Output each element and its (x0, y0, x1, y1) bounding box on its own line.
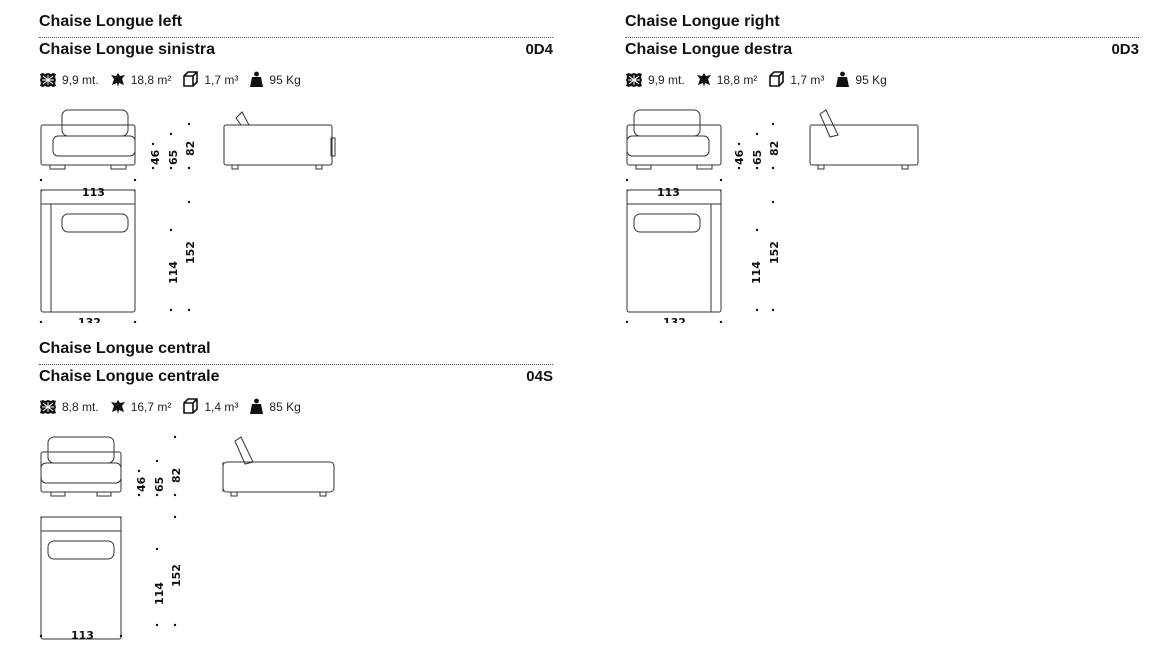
technical-drawing: 46 65 82 113 114 152 132 (39, 109, 336, 323)
dim-width: 113 (657, 186, 680, 199)
fabric-icon (40, 399, 56, 414)
plan-view (626, 189, 722, 313)
spec-volume-value: 1,4 m³ (204, 399, 239, 414)
dim-depth-total: 152 (184, 241, 197, 264)
dim-arm-height: 65 (751, 150, 764, 165)
dim-seat-height: 46 (733, 149, 746, 165)
spec-fabric-value: 9,9 mt. (648, 72, 685, 87)
box-icon (183, 71, 199, 87)
spec-volume: 1,7 m³ (768, 71, 824, 88)
weight-icon (250, 398, 264, 414)
dimension-dots (625, 122, 775, 323)
side-view (223, 111, 336, 170)
dim-plan-width: 132 (663, 316, 686, 323)
product-code: 04S (526, 368, 553, 385)
dimension-dots (39, 435, 177, 638)
title-it: Chaise Longue centrale (39, 368, 220, 385)
spec-leather-value: 16,7 m² (130, 399, 172, 414)
dimension-dots (39, 122, 191, 323)
dim-width: 113 (82, 186, 105, 199)
front-view (626, 109, 722, 170)
specs-row: 8,8 mt. 16,7 m² 1,4 m³ 85 Kg (39, 398, 312, 415)
dim-width: 113 (71, 629, 94, 642)
weight-icon (836, 71, 850, 87)
section-central: Chaise Longue central Chaise Longue cent… (39, 340, 553, 650)
dim-seat-height: 46 (149, 149, 162, 165)
side-view (809, 109, 919, 170)
dim-depth-total: 152 (170, 564, 183, 587)
box-icon (183, 398, 199, 414)
fabric-icon (40, 72, 56, 87)
spec-leather: 18,8 m² (110, 72, 172, 88)
spec-leather-value: 18,8 m² (716, 72, 758, 87)
dim-depth-seat: 114 (153, 582, 166, 605)
hide-icon (110, 399, 125, 414)
hide-icon (696, 72, 711, 87)
spec-fabric-value: 9,9 mt. (62, 72, 99, 87)
front-view (40, 109, 136, 170)
weight-icon (250, 71, 264, 87)
title-en: Chaise Longue right (625, 13, 780, 30)
spec-volume: 1,4 m³ (182, 398, 238, 415)
spec-fabric: 9,9 mt. (625, 72, 685, 88)
section-right: Chaise Longue right Chaise Longue destra… (625, 13, 1139, 323)
front-view (40, 436, 122, 497)
title-it: Chaise Longue sinistra (39, 41, 216, 58)
plan-view (40, 189, 136, 313)
title-en: Chaise Longue left (39, 13, 183, 30)
dim-total-height: 82 (768, 141, 781, 156)
product-code: 0D4 (525, 41, 553, 58)
spec-volume-value: 1,7 m³ (204, 72, 239, 87)
spec-weight: 95 Kg (835, 71, 887, 88)
spec-weight: 95 Kg (249, 71, 301, 88)
technical-drawing: 46 65 82 113 114 152 132 (625, 109, 919, 323)
spec-leather: 16,7 m² (110, 399, 172, 415)
spec-weight-value: 95 Kg (855, 72, 887, 87)
spec-weight-value: 85 Kg (269, 399, 301, 414)
divider (39, 364, 553, 365)
technical-drawing: 46 65 82 114 152 113 (39, 435, 335, 642)
dim-plan-width: 132 (78, 316, 101, 323)
spec-fabric: 8,8 mt. (39, 399, 99, 415)
product-code: 0D3 (1111, 41, 1139, 58)
spec-leather-value: 18,8 m² (130, 72, 172, 87)
hide-icon (110, 72, 125, 87)
section-left: Chaise Longue left Chaise Longue sinistr… (39, 13, 553, 323)
spec-weight-value: 95 Kg (269, 72, 301, 87)
spec-weight: 85 Kg (249, 398, 301, 415)
title-en: Chaise Longue central (39, 340, 211, 357)
dim-depth-seat: 114 (167, 261, 180, 284)
dim-seat-height: 46 (135, 476, 148, 492)
plan-view (40, 516, 122, 640)
dim-depth-total: 152 (768, 241, 781, 264)
side-view (222, 436, 335, 497)
dim-depth-seat: 114 (750, 261, 763, 284)
spec-fabric-value: 8,8 mt. (62, 399, 99, 414)
dim-arm-height: 65 (153, 477, 166, 492)
spec-volume: 1,7 m³ (182, 71, 238, 88)
specs-row: 9,9 mt. 18,8 m² 1,7 m³ 95 Kg (39, 71, 312, 88)
dim-total-height: 82 (184, 141, 197, 156)
box-icon (769, 71, 785, 87)
divider (39, 37, 553, 38)
fabric-icon (626, 72, 642, 87)
spec-volume-value: 1,7 m³ (790, 72, 825, 87)
dim-arm-height: 65 (167, 150, 180, 165)
spec-fabric: 9,9 mt. (39, 72, 99, 88)
spec-leather: 18,8 m² (696, 72, 758, 88)
dim-total-height: 82 (170, 468, 183, 483)
title-it: Chaise Longue destra (625, 41, 793, 58)
divider (625, 37, 1139, 38)
specs-row: 9,9 mt. 18,8 m² 1,7 m³ 95 Kg (625, 71, 898, 88)
